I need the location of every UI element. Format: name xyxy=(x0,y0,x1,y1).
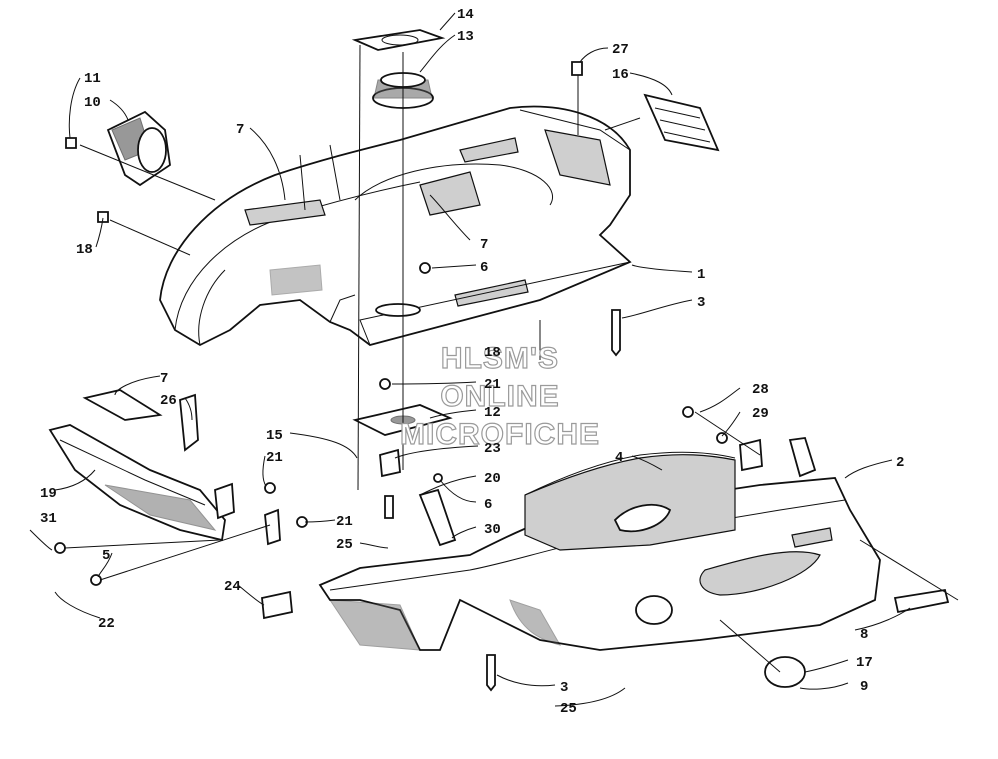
callout-7-top: 7 xyxy=(236,122,244,138)
callout-27: 27 xyxy=(612,42,629,58)
callout-7-mid: 7 xyxy=(480,237,488,253)
callout-21-lower: 21 xyxy=(336,514,353,530)
callout-15: 15 xyxy=(266,428,283,444)
callout-1: 1 xyxy=(697,267,705,283)
callout-17: 17 xyxy=(856,655,873,671)
callout-31: 31 xyxy=(40,511,57,527)
assembly-axes xyxy=(64,44,959,673)
callout-6-top: 6 xyxy=(480,260,488,276)
callout-9: 9 xyxy=(860,679,868,695)
callout-labels: 14 13 27 16 11 10 7 7 18 6 1 3 18 21 7 2… xyxy=(40,7,904,717)
hood-liner-part xyxy=(524,451,736,551)
callout-11: 11 xyxy=(84,71,101,87)
callout-20: 20 xyxy=(484,471,501,487)
callout-5: 5 xyxy=(102,548,110,564)
callout-24: 24 xyxy=(224,579,241,595)
callout-28: 28 xyxy=(752,382,769,398)
callout-29: 29 xyxy=(752,406,769,422)
callout-21-left: 21 xyxy=(266,450,283,466)
watermark-line-3: MICROFICHE xyxy=(400,418,600,451)
callout-4: 4 xyxy=(615,450,623,466)
callout-16: 16 xyxy=(612,67,629,83)
callout-10: 10 xyxy=(84,95,101,111)
callout-8: 8 xyxy=(860,627,868,643)
upper-chassis-part xyxy=(159,105,632,347)
small-parts xyxy=(54,61,950,692)
bumper-part xyxy=(48,424,226,542)
watermark-line-1: HLSM'S xyxy=(441,342,559,375)
callout-19: 19 xyxy=(40,486,57,502)
lower-nose-part xyxy=(318,477,881,651)
callout-21-mid: 21 xyxy=(484,377,501,393)
callout-3-top: 3 xyxy=(697,295,705,311)
callout-22: 22 xyxy=(98,616,115,632)
callout-2: 2 xyxy=(896,455,904,471)
callout-7-left: 7 xyxy=(160,371,168,387)
callout-14: 14 xyxy=(457,7,474,23)
callout-3-lower: 3 xyxy=(560,680,568,696)
callout-18-mid: 18 xyxy=(484,345,501,361)
leader-lines xyxy=(29,12,911,707)
callout-26: 26 xyxy=(160,393,177,409)
callout-18-left: 18 xyxy=(76,242,93,258)
callout-6-lower: 6 xyxy=(484,497,492,513)
watermark-line-2: ONLINE xyxy=(440,380,559,413)
headlight-housing-part xyxy=(106,110,171,187)
gasket-part xyxy=(351,29,446,51)
callout-13: 13 xyxy=(457,29,474,45)
callout-23: 23 xyxy=(484,441,501,457)
callout-25-lower: 25 xyxy=(560,701,577,717)
callout-25-mid: 25 xyxy=(336,537,353,553)
watermark: HLSM'S ONLINE MICROFICHE xyxy=(399,341,600,451)
callout-30: 30 xyxy=(484,522,501,538)
callout-12: 12 xyxy=(484,405,501,421)
intake-grill-part xyxy=(643,93,720,152)
